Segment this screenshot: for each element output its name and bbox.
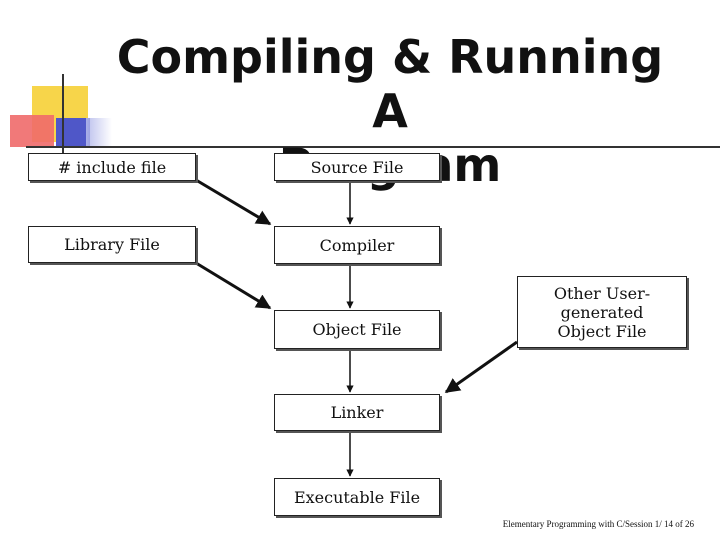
other-object-file-box: Other User- generated Object File bbox=[517, 276, 687, 348]
decor-fade-square bbox=[86, 118, 112, 148]
executable-file-label: Executable File bbox=[293, 487, 421, 507]
library-file-label: Library File bbox=[64, 235, 160, 254]
decor-vertical-line bbox=[62, 74, 64, 154]
title-divider-line bbox=[26, 146, 720, 148]
include-file-box: # include file bbox=[28, 153, 196, 181]
slide-footer: Elementary Programming with C/Session 1/… bbox=[502, 519, 694, 529]
object-file-label: Object File bbox=[312, 320, 402, 339]
linker-label: Linker bbox=[330, 403, 384, 422]
executable-file-box: Executable File bbox=[274, 478, 440, 516]
object-file-box: Object File bbox=[274, 310, 440, 349]
decor-blue-square bbox=[56, 118, 90, 148]
library-file-box: Library File bbox=[28, 226, 196, 263]
compiler-box: Compiler bbox=[274, 226, 440, 264]
source-file-box: Source File bbox=[274, 153, 440, 181]
arrow-other-to-linker bbox=[444, 340, 518, 394]
compiler-label: Compiler bbox=[319, 235, 395, 255]
other-object-file-label: Other User- generated Object File bbox=[553, 283, 651, 341]
include-file-label: # include file bbox=[57, 157, 167, 177]
source-file-label: Source File bbox=[310, 157, 404, 177]
linker-box: Linker bbox=[274, 394, 440, 431]
decor-red-square bbox=[10, 115, 54, 147]
slide-title-line-1: Compiling & Running A bbox=[116, 30, 664, 138]
arrow-library-to-object bbox=[195, 261, 272, 310]
arrow-include-to-compiler bbox=[195, 178, 272, 226]
